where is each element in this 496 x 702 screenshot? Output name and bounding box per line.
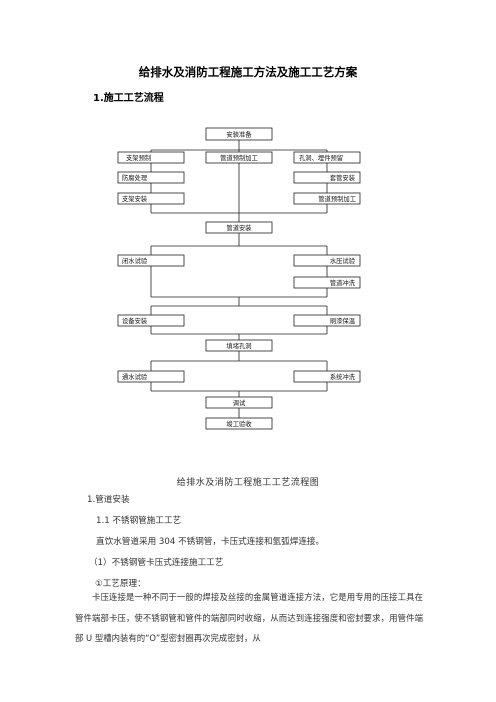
- svg-text:管道预制加工: 管道预制加工: [318, 194, 356, 203]
- svg-text:孔洞、埋件预留: 孔洞、埋件预留: [299, 153, 343, 162]
- flow-node-acceptance: 竣工验收: [205, 417, 273, 430]
- flow-node-paint-insulation: 刷漆保温: [293, 314, 361, 327]
- heading-stainless-steel: 1.1 不锈钢管施工工艺: [96, 516, 182, 526]
- svg-text:竣工验收: 竣工验收: [226, 419, 252, 428]
- svg-text:支架安装: 支架安装: [122, 194, 148, 203]
- svg-text:水压试验: 水压试验: [330, 256, 356, 265]
- flow-node-pipe-prefab-top: 管道预制加工: [205, 151, 273, 164]
- svg-text:管道安装: 管道安装: [226, 223, 252, 232]
- flow-node-pipe-install: 管道安装: [205, 221, 273, 234]
- flow-node-pipe-flush: 管道冲洗: [293, 276, 361, 289]
- flow-node-water-run-test: 通水试验: [117, 370, 185, 383]
- flow-node-pressure-test: 水压试验: [293, 254, 361, 267]
- flow-node-bracket-prefab: 支架预制: [117, 151, 185, 164]
- svg-text:安装准备: 安装准备: [226, 130, 252, 139]
- document-title: 给排水及消防工程施工方法及施工工艺方案: [138, 65, 358, 79]
- heading-press-fit: （1）不锈钢管卡压式连接施工工艺: [89, 558, 224, 568]
- svg-text:调试: 调试: [233, 398, 246, 407]
- flow-node-hole-reserve: 孔洞、埋件预留: [293, 151, 361, 164]
- flowchart-caption: 给排水及消防工程施工工艺流程图: [176, 478, 320, 488]
- flow-node-bracket-install: 支架安装: [117, 192, 185, 205]
- flow-node-seal-holes: 填堵孔洞: [205, 339, 273, 352]
- svg-text:填堵孔洞: 填堵孔洞: [226, 341, 251, 350]
- flow-node-closed-water-test: 闭水试验: [117, 254, 185, 267]
- svg-text:套管安装: 套管安装: [330, 173, 356, 182]
- flow-node-sleeve-install: 套管安装: [293, 171, 361, 184]
- svg-text:通水试验: 通水试验: [122, 372, 148, 381]
- heading-pipe-install: 1.管道安装: [87, 495, 130, 505]
- paragraph-press-fit-principle: 卡压连接是一种不同于一般的焊接及丝接的金属管道连接方法，它是用专用的压接工具在管…: [75, 592, 423, 643]
- flow-node-equipment-install: 设备安装: [117, 314, 185, 327]
- svg-text:系统冲洗: 系统冲洗: [330, 372, 356, 381]
- flow-node-system-flush: 系统冲洗: [293, 370, 361, 383]
- flow-node-anticorrosion: 防腐处理: [117, 171, 185, 184]
- paragraph-direct-drinking: 直饮水管道采用 304 不锈钢管，卡压式连接和氩弧焊连接。: [96, 537, 325, 547]
- svg-text:防腐处理: 防腐处理: [122, 173, 148, 182]
- flowchart-connectors: [150, 140, 328, 418]
- svg-text:管道冲洗: 管道冲洗: [330, 278, 356, 287]
- flow-node-debug: 调试: [205, 396, 273, 409]
- svg-text:管道预制加工: 管道预制加工: [220, 153, 258, 162]
- section-title: 1.施工工艺流程: [93, 93, 164, 104]
- flow-node-prep: 安装准备: [205, 127, 273, 141]
- svg-text:设备安装: 设备安装: [122, 316, 148, 325]
- svg-text:支架预制: 支架预制: [126, 153, 151, 162]
- svg-text:刷漆保温: 刷漆保温: [330, 316, 356, 325]
- flow-node-pipe-prefab-right: 管道预制加工: [293, 192, 361, 205]
- svg-text:闭水试验: 闭水试验: [122, 256, 148, 265]
- heading-principle: ①工艺原理：: [95, 579, 146, 589]
